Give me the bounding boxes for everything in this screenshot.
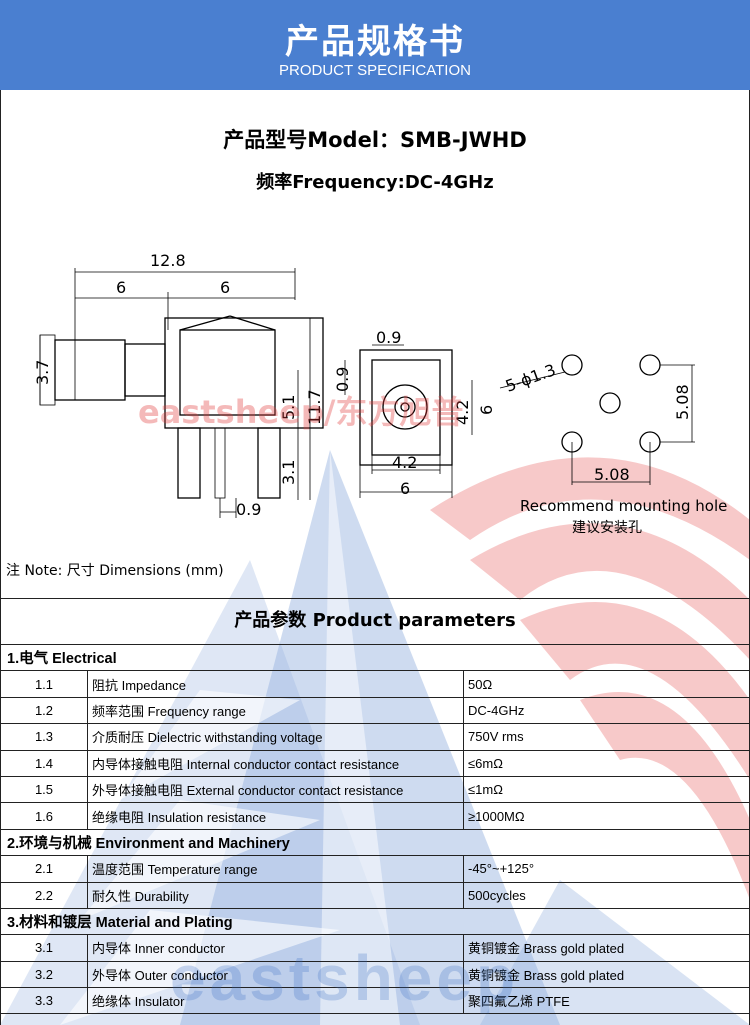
row-value: 黄铜镀金 Brass gold plated <box>463 934 750 962</box>
dim-11-7: 11.7 <box>305 389 324 425</box>
row-name: 阻抗 Impedance <box>87 670 464 698</box>
dim-3-1: 3.1 <box>279 460 298 485</box>
section-header: 1.电气 Electrical <box>0 643 750 672</box>
row-index: 1.4 <box>0 749 88 777</box>
row-name: 绝缘电阻 Insulation resistance <box>87 802 464 830</box>
row-index: 2.1 <box>0 855 88 883</box>
header-banner: 产品规格书 PRODUCT SPECIFICATION <box>0 0 750 90</box>
row-name: 外导体 Outer conductor <box>87 960 464 989</box>
row-value: ≤6mΩ <box>463 749 750 777</box>
row-index: 2.2 <box>0 881 88 909</box>
row-value: 聚四氟乙烯 PTFE <box>463 987 750 1015</box>
dim-3-7: 3.7 <box>33 360 52 385</box>
row-index: 1.6 <box>0 802 88 830</box>
row-value: 黄铜镀金 Brass gold plated <box>463 960 750 989</box>
dim-0-9-side: 0.9 <box>333 367 352 392</box>
dim-12-8: 12.8 <box>150 251 186 270</box>
row-index: 3.3 <box>0 987 88 1015</box>
dim-hole-spec: 5-ϕ1.3 <box>503 360 558 396</box>
dim-5-1: 5.1 <box>279 395 298 420</box>
row-index: 1.5 <box>0 775 88 804</box>
row-name: 绝缘体 Insulator <box>87 987 464 1015</box>
model-line: 产品型号Model：SMB-JWHD <box>223 128 527 152</box>
row-value: ≤1mΩ <box>463 775 750 804</box>
row-value: 500cycles <box>463 881 750 909</box>
row-name: 频率范围 Frequency range <box>87 696 464 725</box>
section-title: 1.电气 Electrical <box>0 643 750 672</box>
row-value: -45°~+125° <box>463 855 750 883</box>
params-title: 产品参数 Product parameters <box>0 598 750 644</box>
row-name: 外导体接触电阻 External conductor contact resis… <box>87 775 464 804</box>
section-title: 3.材料和镀层 Material and Plating <box>0 907 750 936</box>
row-name: 耐久性 Durability <box>87 881 464 909</box>
frequency-line: 频率Frequency:DC-4GHz <box>256 172 494 193</box>
row-index: 1.2 <box>0 696 88 725</box>
section-header: 3.材料和镀层 Material and Plating <box>0 907 750 936</box>
hole-label-cn: 建议安装孔 <box>572 520 642 536</box>
watermark-text: eastsheep/东方旭普 <box>138 393 463 431</box>
dimension-drawing: 12.8 6 6 3.7 5.1 11.7 3.1 0.9 0.9 0.9 4.… <box>33 251 727 536</box>
row-name: 温度范围 Temperature range <box>87 855 464 883</box>
row-name: 内导体 Inner conductor <box>87 934 464 962</box>
dimension-note: 注 Note: 尺寸 Dimensions (mm) <box>6 563 224 579</box>
row-value: 750V rms <box>463 723 750 751</box>
dim-0-9-top: 0.9 <box>376 328 401 347</box>
header-title-en: PRODUCT SPECIFICATION <box>279 62 471 79</box>
row-value: DC-4GHz <box>463 696 750 725</box>
dim-0-9-pin: 0.9 <box>236 500 261 519</box>
dim-6-bottom: 6 <box>400 479 410 498</box>
row-index: 1.3 <box>0 723 88 751</box>
hole-label-en: Recommend mounting hole <box>520 497 727 515</box>
dim-4-2-side: 4.2 <box>453 400 472 425</box>
section-title: 2.环境与机械 Environment and Machinery <box>0 828 750 857</box>
row-index: 3.2 <box>0 960 88 989</box>
row-name: 内导体接触电阻 Internal conductor contact resis… <box>87 749 464 777</box>
dim-5-08-horizontal: 5.08 <box>594 465 630 484</box>
row-value: 50Ω <box>463 670 750 698</box>
dim-6-side: 6 <box>477 405 496 415</box>
dim-6-right: 6 <box>220 278 230 297</box>
header-title-cn: 产品规格书 <box>285 22 465 62</box>
row-value: ≥1000MΩ <box>463 802 750 830</box>
dim-6-left: 6 <box>116 278 126 297</box>
dim-5-08-vertical: 5.08 <box>673 384 692 420</box>
row-index: 1.1 <box>0 670 88 698</box>
section-header: 2.环境与机械 Environment and Machinery <box>0 828 750 857</box>
row-name: 介质耐压 Dielectric withstanding voltage <box>87 723 464 751</box>
row-index: 3.1 <box>0 934 88 962</box>
dim-4-2-bottom: 4.2 <box>392 453 417 472</box>
